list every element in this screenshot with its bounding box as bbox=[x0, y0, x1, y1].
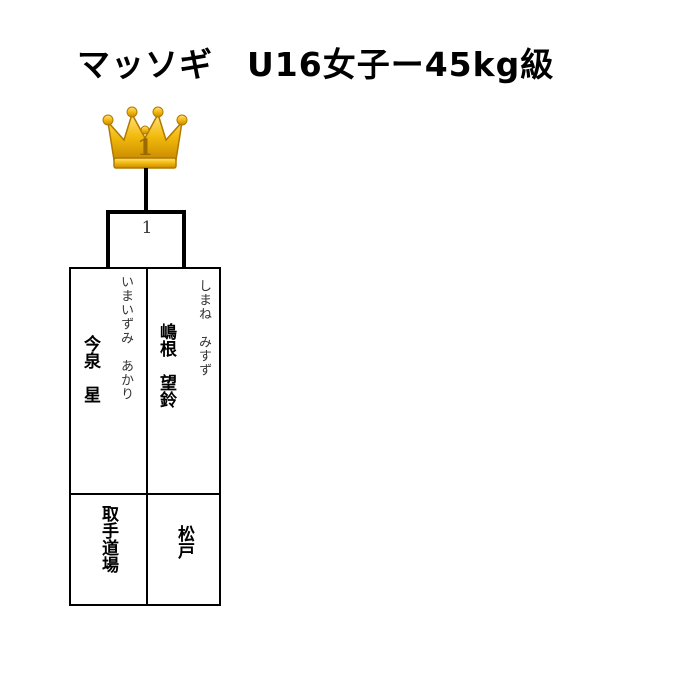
crown-rank-label: 1 bbox=[137, 135, 152, 161]
bracket-right-leg bbox=[182, 210, 186, 268]
page-title: マッソギ U16女子ー45kg級 bbox=[77, 45, 555, 84]
row-divider bbox=[71, 493, 219, 495]
column-divider bbox=[146, 269, 148, 604]
bracket-left-leg bbox=[106, 210, 110, 268]
player-1-club: 取手道場 bbox=[98, 505, 118, 573]
player-2-kana: しまね みすず bbox=[196, 279, 211, 377]
player-1-name: 今泉 星 bbox=[80, 335, 100, 403]
player-1-kana: いまいずみ あかり bbox=[118, 275, 133, 401]
crown-icon: 1 bbox=[102, 106, 188, 169]
match-number: 1 bbox=[141, 218, 153, 238]
player-2-name: 嶋根 望鈴 bbox=[156, 323, 176, 408]
entry-table: いまいずみ あかり 今泉 星 しまね みすず 嶋根 望鈴 取手道場 松戸 bbox=[69, 267, 221, 606]
bracket-crossbar bbox=[106, 210, 186, 214]
bracket-stem bbox=[144, 168, 148, 212]
player-2-club: 松戸 bbox=[174, 525, 194, 559]
